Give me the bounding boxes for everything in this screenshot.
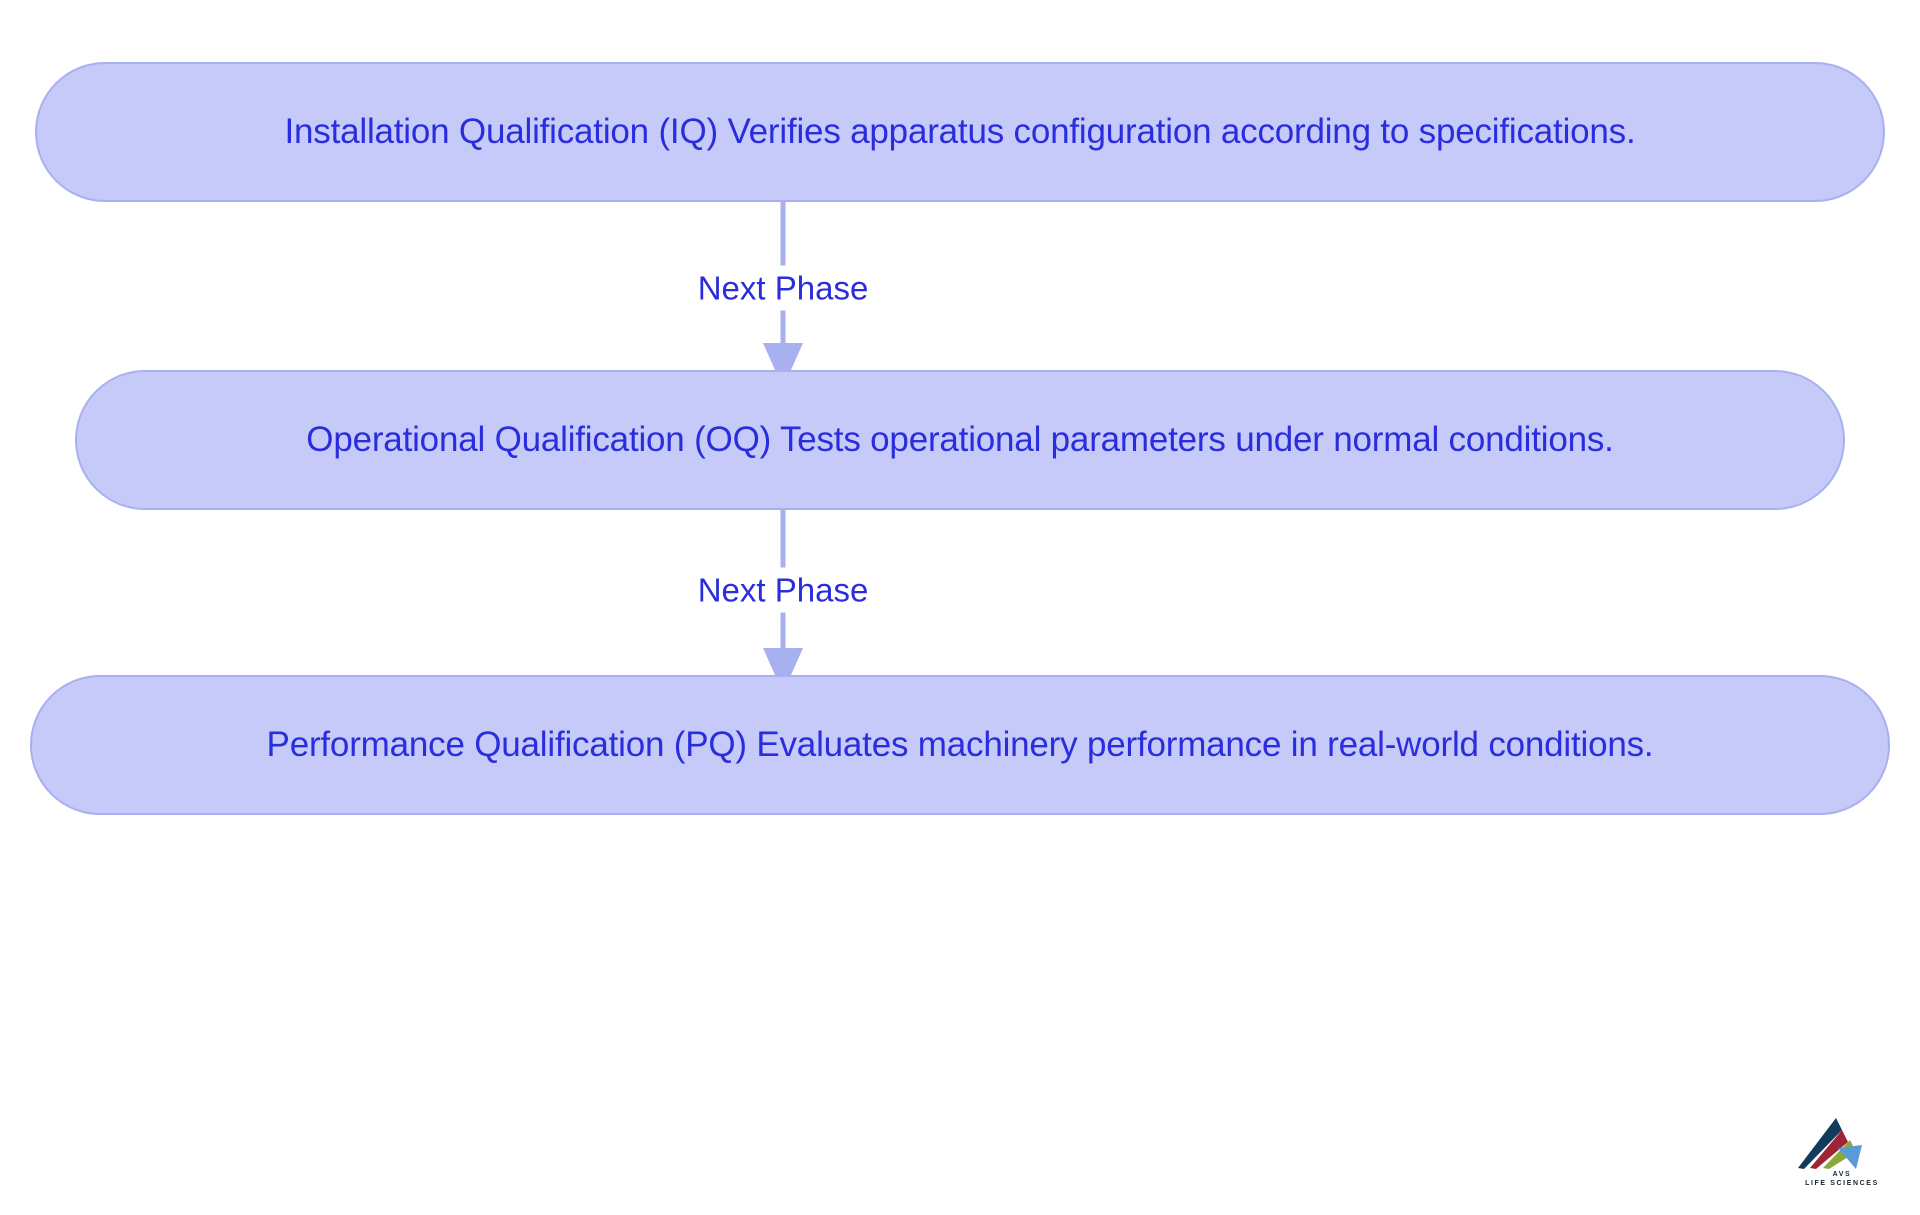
flow-node-installation-qualification[interactable]: Installation Qualification (IQ) Verifies…	[35, 62, 1885, 202]
brand-name-line1: AVS	[1832, 1171, 1852, 1178]
brand-logo: AVS LIFE SCIENCES	[1790, 1112, 1894, 1198]
flow-node-performance-qualification[interactable]: Performance Qualification (PQ) Evaluates…	[30, 675, 1890, 815]
flow-node-label: Performance Qualification (PQ) Evaluates…	[266, 725, 1654, 765]
brand-wordmark: AVS LIFE SCIENCES	[1790, 1170, 1894, 1189]
edge-label-iq-oq: Next Phase	[687, 265, 879, 311]
flow-node-label: Operational Qualification (OQ) Tests ope…	[306, 420, 1614, 460]
flow-node-operational-qualification[interactable]: Operational Qualification (OQ) Tests ope…	[75, 370, 1845, 510]
flow-node-label: Installation Qualification (IQ) Verifies…	[284, 112, 1636, 152]
avs-triangles-icon	[1798, 1118, 1862, 1169]
brand-name-line2: LIFE SCIENCES	[1805, 1180, 1879, 1188]
edge-label-oq-pq: Next Phase	[687, 567, 879, 613]
